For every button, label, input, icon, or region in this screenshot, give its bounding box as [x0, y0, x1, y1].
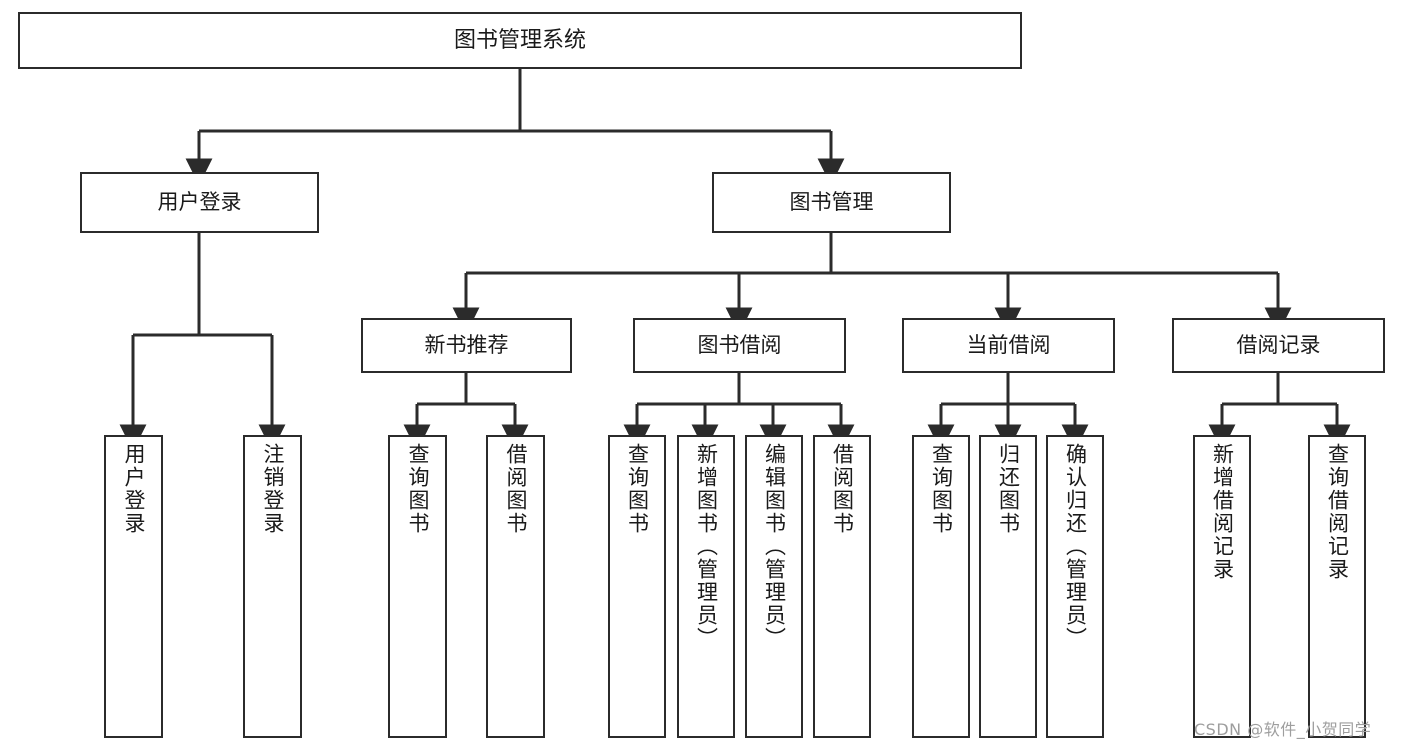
node-leaf-borrow-book-2-label: 借阅图书 [830, 443, 855, 535]
node-leaf-add-record[interactable]: 新增借阅记录 [1193, 435, 1251, 738]
node-leaf-borrow-book-2[interactable]: 借阅图书 [813, 435, 871, 738]
node-leaf-confirm-return[interactable]: 确认归还（管理员） [1046, 435, 1104, 738]
node-borrow-record[interactable]: 借阅记录 [1172, 318, 1385, 373]
node-new-book-recommend[interactable]: 新书推荐 [361, 318, 572, 373]
node-current-borrow[interactable]: 当前借阅 [902, 318, 1115, 373]
node-leaf-query-book-2-label: 查询图书 [625, 443, 650, 535]
node-root[interactable]: 图书管理系统 [18, 12, 1022, 69]
node-root-label: 图书管理系统 [453, 27, 586, 53]
node-book-borrow-label: 图书借阅 [697, 333, 782, 358]
node-leaf-return-book-label: 归还图书 [996, 443, 1021, 535]
node-leaf-edit-book-label: 编辑图书（管理员） [762, 443, 787, 650]
node-leaf-borrow-book-1-label: 借阅图书 [504, 443, 528, 535]
node-leaf-query-record-label: 查询借阅记录 [1325, 443, 1350, 581]
node-leaf-query-book-1[interactable]: 查询图书 [388, 435, 447, 738]
node-leaf-return-book[interactable]: 归还图书 [979, 435, 1037, 738]
node-leaf-query-record[interactable]: 查询借阅记录 [1308, 435, 1366, 738]
node-book-borrow[interactable]: 图书借阅 [633, 318, 846, 373]
node-leaf-user-login[interactable]: 用户登录 [104, 435, 163, 738]
node-leaf-confirm-return-label: 确认归还（管理员） [1063, 443, 1088, 650]
node-leaf-add-record-label: 新增借阅记录 [1210, 443, 1235, 581]
node-leaf-query-book-1-label: 查询图书 [406, 443, 430, 535]
node-user-login-label: 用户登录 [157, 190, 242, 215]
node-leaf-query-book-2[interactable]: 查询图书 [608, 435, 666, 738]
node-leaf-logout[interactable]: 注销登录 [243, 435, 302, 738]
node-new-book-recommend-label: 新书推荐 [424, 333, 509, 358]
node-leaf-edit-book[interactable]: 编辑图书（管理员） [745, 435, 803, 738]
node-leaf-query-book-3[interactable]: 查询图书 [912, 435, 970, 738]
node-current-borrow-label: 当前借阅 [966, 333, 1051, 358]
node-leaf-add-book[interactable]: 新增图书（管理员） [677, 435, 735, 738]
node-leaf-user-login-label: 用户登录 [122, 443, 146, 535]
node-borrow-record-label: 借阅记录 [1236, 333, 1321, 358]
node-leaf-borrow-book-1[interactable]: 借阅图书 [486, 435, 545, 738]
node-book-management-label: 图书管理 [789, 190, 874, 215]
node-leaf-add-book-label: 新增图书（管理员） [694, 443, 719, 650]
node-book-management[interactable]: 图书管理 [712, 172, 951, 233]
node-leaf-query-book-3-label: 查询图书 [929, 443, 954, 535]
node-leaf-logout-label: 注销登录 [261, 443, 285, 535]
node-user-login[interactable]: 用户登录 [80, 172, 319, 233]
